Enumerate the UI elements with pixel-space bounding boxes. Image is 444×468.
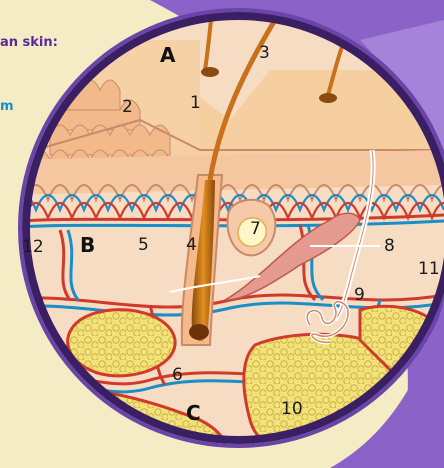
label-12: 12 [22, 237, 44, 257]
label-9: 9 [354, 285, 365, 305]
label-4: 4 [186, 235, 197, 255]
label-11: 11 [418, 259, 440, 279]
label-1: 1 [190, 93, 201, 113]
label-2: 2 [122, 97, 133, 117]
label-7: 7 [250, 219, 261, 239]
layer-label-A: A [160, 43, 176, 67]
label-5: 5 [138, 235, 149, 255]
label-8: 8 [384, 236, 395, 256]
header-line-2: m [0, 99, 14, 114]
header-line-1: an skin: [0, 35, 58, 50]
label-6: 6 [172, 365, 183, 385]
layer-label-C: C [186, 401, 201, 425]
layer-label-B: B [80, 233, 95, 257]
label-10: 10 [281, 399, 303, 419]
label-3: 3 [259, 43, 270, 63]
